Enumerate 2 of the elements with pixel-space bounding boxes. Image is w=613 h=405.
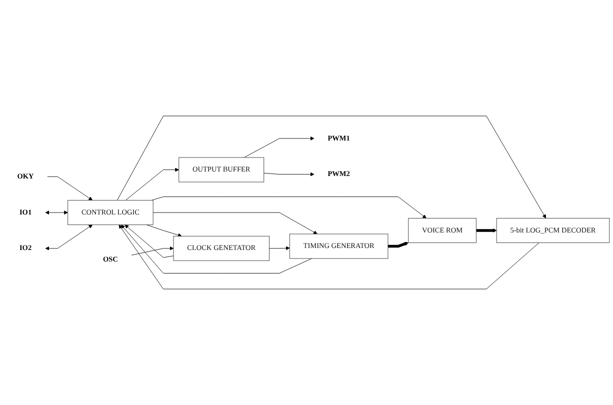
arrow bbox=[476, 228, 497, 232]
arrow bbox=[388, 242, 409, 248]
